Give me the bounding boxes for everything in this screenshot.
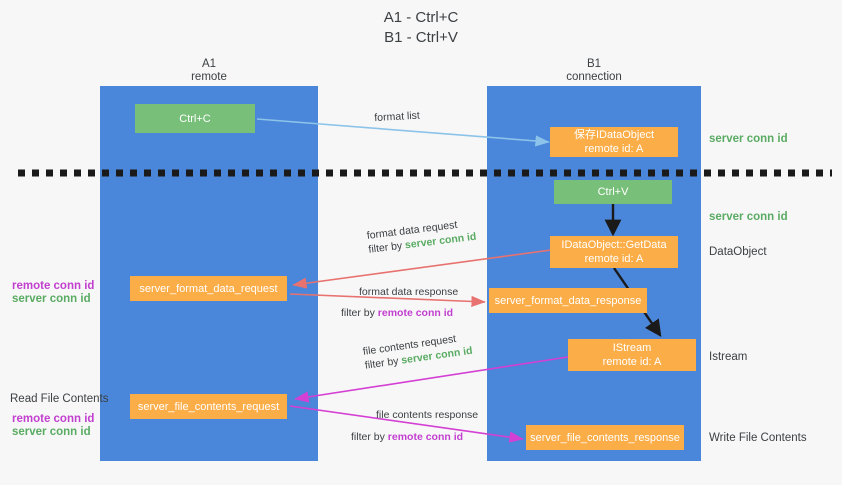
label-right-dataobject: DataObject: [709, 246, 767, 258]
edge-label-format-data-response-text: format data response: [359, 286, 459, 298]
box-server-format-data-request-label: server_format_data_request: [139, 282, 278, 295]
label-left-server-conn-id-1: server conn id: [12, 293, 91, 305]
label-left-server-conn-id-2: server conn id: [12, 426, 91, 438]
title-line-2: B1 - Ctrl+V: [384, 29, 458, 46]
label-left-remote-conn-id-2: remote conn id: [12, 413, 95, 425]
box-save-idataobject[interactable]: 保存IDataObject remote id: A: [550, 127, 678, 157]
filter-prefix: filter by: [367, 239, 406, 256]
box-ctrl-c-label: Ctrl+C: [179, 112, 211, 125]
box-idataobject-getdata-line2: remote id: A: [584, 253, 644, 265]
box-save-idataobject-line1: 保存IDataObject: [573, 129, 655, 141]
edge-label-format-data-response-filter: filter by remote conn id: [341, 306, 458, 320]
box-idataobject-getdata-line1: IDataObject::GetData: [561, 239, 667, 251]
label-right-server-conn-id-top: server conn id: [709, 133, 788, 145]
lane-header-b1: B1 connection: [487, 58, 701, 84]
filter-prefix: filter by: [341, 307, 378, 319]
box-server-file-contents-request-label: server_file_contents_request: [137, 400, 280, 413]
box-istream-line1: IStream: [612, 342, 652, 354]
lane-header-a1-sub: remote: [191, 71, 227, 83]
box-idataobject-getdata[interactable]: IDataObject::GetData remote id: A: [550, 236, 678, 268]
lane-header-b1-sub: connection: [566, 71, 622, 83]
edge-label-file-contents-response: file contents response filter by remote …: [351, 408, 479, 444]
label-left-read-file-contents: Read File Contents: [10, 393, 109, 405]
label-left-remote-conn-id-1: remote conn id: [12, 280, 95, 292]
box-ctrl-v-label: Ctrl+V: [597, 186, 629, 198]
edge-label-format-data-request: format data request filter by server con…: [366, 216, 477, 257]
box-ctrl-c[interactable]: Ctrl+C: [135, 104, 255, 133]
lane-header-a1: A1 remote: [100, 58, 318, 84]
box-server-format-data-response-label: server_format_data_response: [494, 294, 642, 307]
box-server-file-contents-response-label: server_file_contents_response: [530, 431, 680, 444]
box-server-file-contents-request[interactable]: server_file_contents_request: [130, 394, 287, 419]
edge-label-file-contents-request: file contents request filter by server c…: [362, 330, 473, 373]
filter-prefix: filter by: [351, 431, 388, 443]
label-right-write-file-contents: Write File Contents: [709, 432, 807, 444]
edge-label-file-contents-response-text: file contents response: [376, 409, 479, 421]
label-right-istream: Istream: [709, 351, 748, 363]
filter-key-remote-conn-id: remote conn id: [387, 431, 464, 443]
box-istream[interactable]: IStream remote id: A: [568, 339, 696, 371]
box-server-format-data-response[interactable]: server_format_data_response: [489, 288, 647, 313]
edge-label-file-contents-response-filter: filter by remote conn id: [351, 430, 478, 444]
box-ctrl-v[interactable]: Ctrl+V: [554, 180, 672, 204]
box-server-format-data-request[interactable]: server_format_data_request: [130, 276, 287, 301]
diagram-title: A1 - Ctrl+C B1 - Ctrl+V: [0, 8, 842, 48]
edge-label-format-list: format list: [374, 109, 420, 125]
filter-prefix: filter by: [364, 354, 403, 372]
lane-header-b1-name: B1: [586, 58, 602, 70]
filter-key-remote-conn-id: remote conn id: [377, 307, 454, 319]
box-server-file-contents-response[interactable]: server_file_contents_response: [526, 425, 684, 450]
lane-header-a1-name: A1: [201, 58, 217, 70]
title-line-1: A1 - Ctrl+C: [383, 9, 459, 26]
box-istream-line2: remote id: A: [602, 356, 662, 368]
box-save-idataobject-line2: remote id: A: [584, 143, 644, 155]
edge-label-format-list-text: format list: [374, 109, 421, 124]
label-right-server-conn-id-mid: server conn id: [709, 211, 788, 223]
edge-label-format-data-response: format data response filter by remote co…: [341, 285, 459, 320]
